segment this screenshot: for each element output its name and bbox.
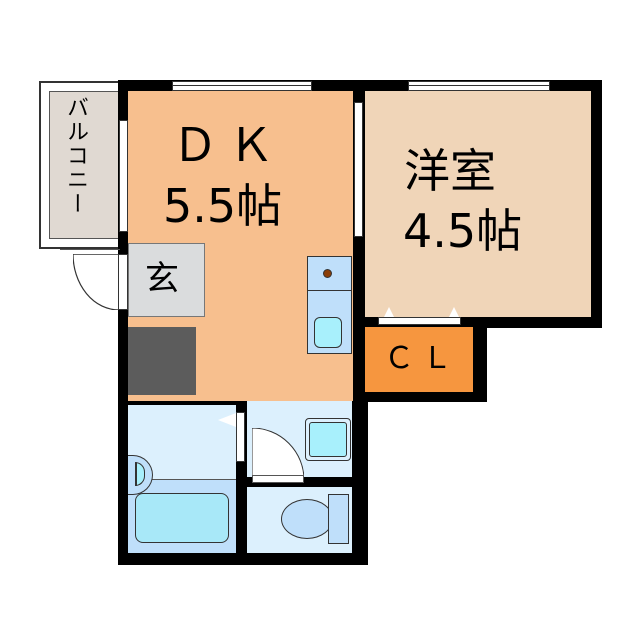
bath-door[interactable] [236,412,245,462]
partition-window [354,102,363,237]
bathtub-icon[interactable] [135,493,229,543]
toilet-tank-icon [328,494,349,544]
stove-knob-icon [323,269,332,278]
entrance-door-opening [118,254,128,310]
western-size-label: 4.5帖 [403,204,523,258]
washroom-door-icon[interactable] [251,427,305,481]
room-western[interactable] [365,91,591,317]
western-name-label: 洋室 [404,144,496,198]
dk-balcony-window [119,120,128,232]
closet-door-marker-right [449,307,459,317]
wash-basin-icon [309,422,347,457]
dk-top-window [172,81,312,91]
closet-door-marker-left [384,307,394,317]
dk-size-label: 5.5帖 [163,179,283,233]
storage-shoebox[interactable] [128,327,196,395]
kitchen-sink-icon [314,317,342,348]
toilet-bowl-icon[interactable] [281,499,333,539]
entrance-door-icon[interactable] [72,253,120,311]
western-top-window [408,81,550,91]
balcony-label: バルコニー [63,96,88,216]
washroom-door-threshold [252,475,304,483]
closet-door[interactable] [378,317,461,325]
bath-door-marker [218,413,236,427]
dk-top-window-rail [172,85,312,86]
stove-divider [307,290,352,291]
entrance-threshold [60,249,120,250]
closet-label: ＣＬ [384,341,460,376]
balcony[interactable] [49,91,121,239]
room-genkan[interactable] [128,243,205,317]
western-top-window-rail [408,85,550,86]
room-closet[interactable] [365,327,473,392]
dk-name-label: ＤＫ [172,118,284,172]
genkan-label: 玄 [145,259,179,299]
